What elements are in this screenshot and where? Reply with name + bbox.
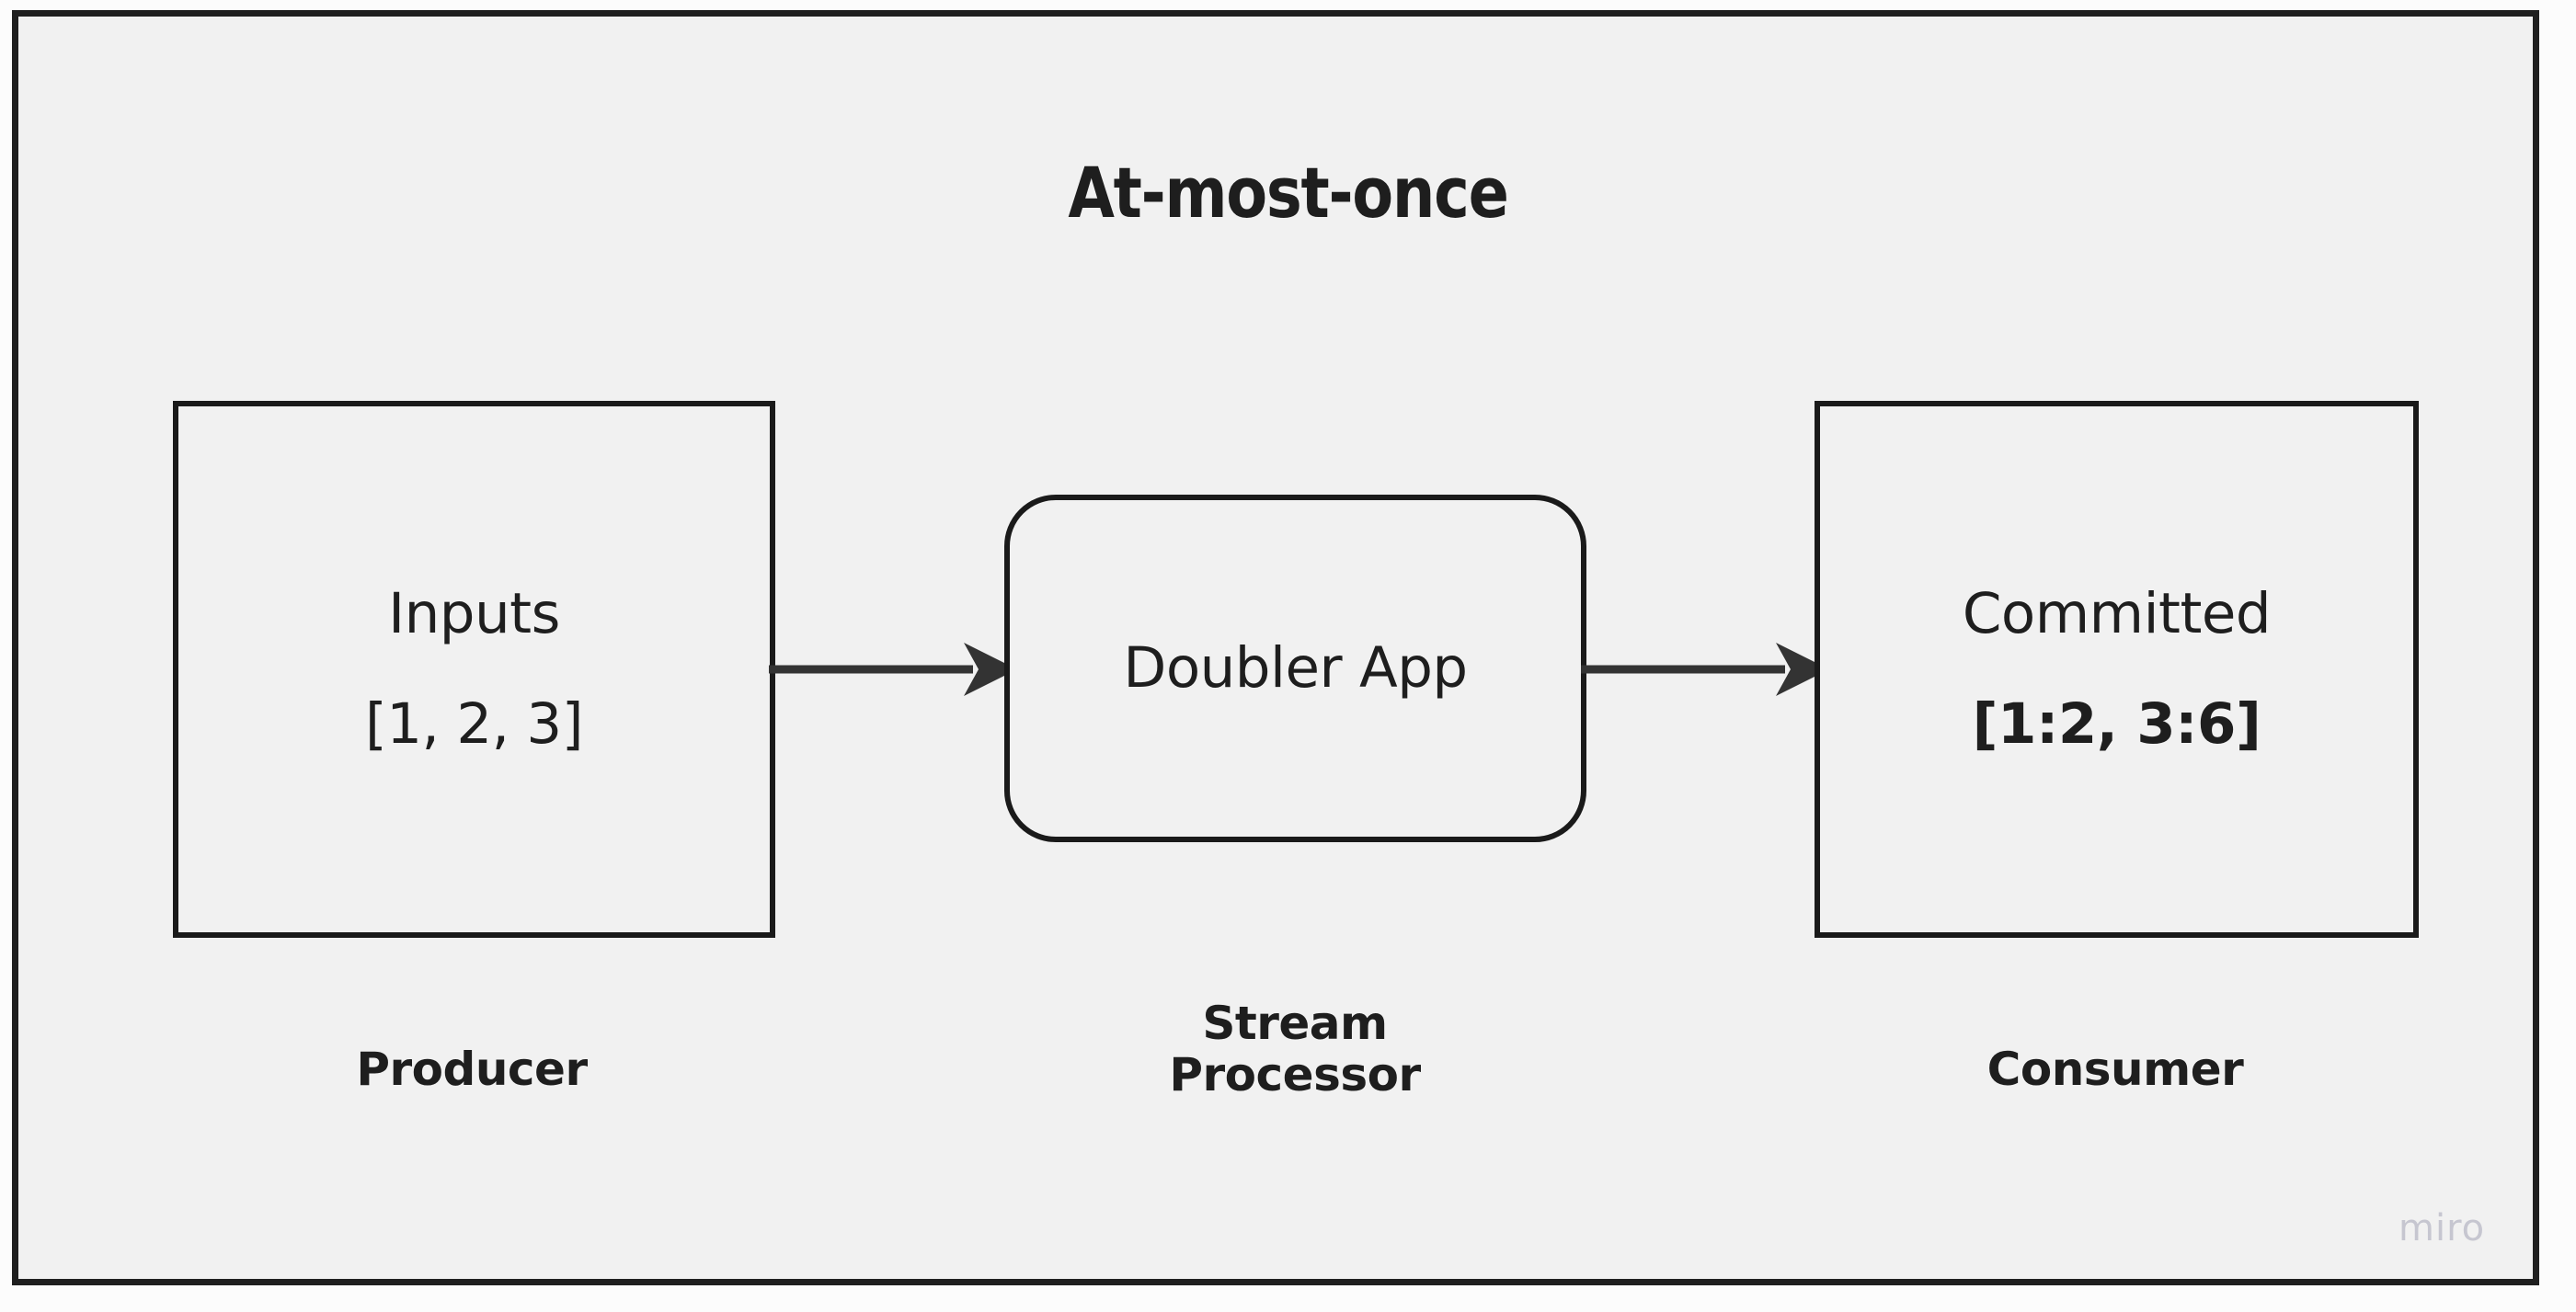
consumer-node-label: Committed xyxy=(1962,580,2272,646)
producer-node-value: [1, 2, 3] xyxy=(364,691,584,757)
stream-processor-role-label: Stream Processor xyxy=(1169,997,1421,1101)
processor-to-consumer-arrow xyxy=(1581,637,1829,702)
diagram-title: At-most-once xyxy=(1068,152,1509,234)
producer-role-label: Producer xyxy=(356,1043,588,1096)
stream-processor-node-label: Doubler App xyxy=(1123,634,1468,701)
miro-watermark: miro xyxy=(2399,1207,2486,1249)
consumer-node[interactable]: Committed [1:2, 3:6] xyxy=(1815,401,2419,938)
consumer-role-label: Consumer xyxy=(1986,1043,2244,1096)
producer-node[interactable]: Inputs [1, 2, 3] xyxy=(173,401,775,938)
producer-node-label: Inputs xyxy=(388,580,560,646)
stream-processor-node[interactable]: Doubler App xyxy=(1004,495,1586,842)
consumer-node-value: [1:2, 3:6] xyxy=(1972,691,2261,757)
producer-to-processor-arrow xyxy=(769,637,1017,702)
